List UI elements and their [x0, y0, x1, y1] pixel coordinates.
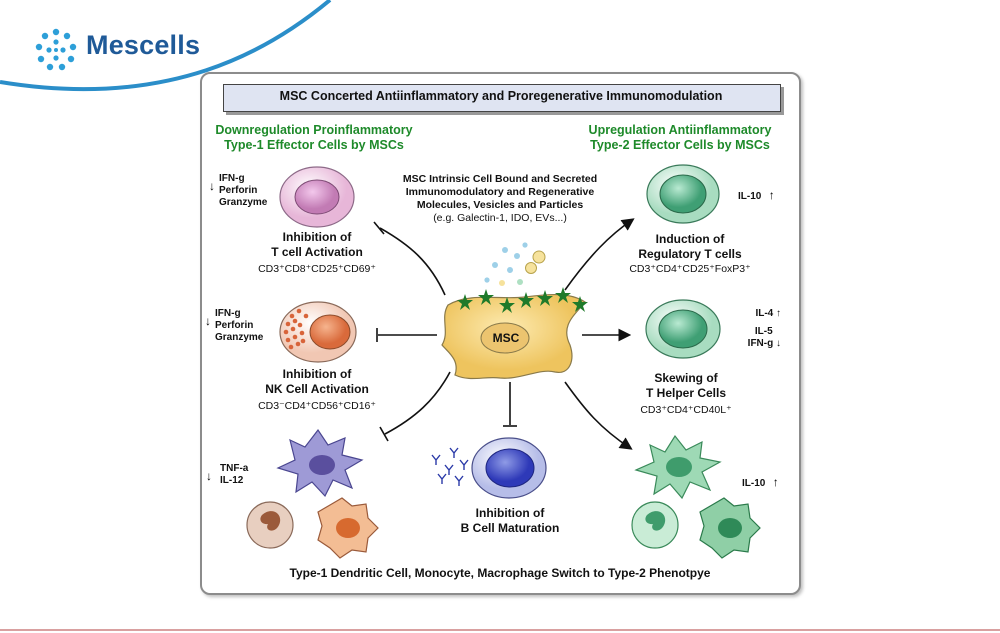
t-cell-icon	[279, 166, 355, 228]
treg-label: Induction of Regulatory T cells	[610, 232, 770, 262]
left-heading: Downregulation Proinflammatory Type-1 Ef…	[200, 123, 428, 153]
dc-cytokines: ↓ TNF-a IL-12	[206, 463, 248, 487]
thelper-cell-icon	[645, 299, 721, 359]
bottom-caption: Type-1 Dendritic Cell, Monocyte, Macroph…	[289, 566, 711, 580]
center-text-line-3: Molecules, Vesicles and Particles	[416, 199, 584, 211]
dendritic-cell-icon	[276, 428, 364, 498]
left-heading-line-2: Type-1 Effector Cells by MSCs	[224, 138, 404, 152]
right-heading-line-2: Type-2 Effector Cells by MSCs	[590, 138, 770, 152]
down-arrow-icon: ↓	[205, 314, 211, 328]
treg-markers: CD3⁺CD4⁺CD25⁺FoxP3⁺	[629, 263, 751, 275]
monocyte-icon	[246, 501, 294, 549]
nkcell-label: Inhibition of NK Cell Activation	[237, 367, 397, 397]
right-heading: Upregulation Antiinflammatory Type-2 Eff…	[565, 123, 795, 153]
b-cell-icon	[471, 437, 547, 499]
cytokine-perforin: Perforin	[219, 185, 258, 196]
diagram-title: MSC Concerted Antiinflammatory and Prore…	[279, 89, 723, 103]
cytokine-ifng: IFN-g	[219, 173, 245, 184]
center-example: (e.g. Galectin-1, IDO, EVs...)	[433, 212, 567, 224]
type2-macrophage-icon	[699, 497, 761, 559]
thelper-cytokines: IL-4 ↑ IL-5 IFN-g ↓	[735, 308, 781, 350]
type2-cytokines: IL-10 ↑	[742, 473, 779, 491]
up-arrow-icon: ↑	[768, 188, 775, 202]
tcell-label: Inhibition of T cell Activation	[237, 230, 397, 260]
thelper-markers: CD3⁺CD4⁺CD40L⁺	[640, 404, 732, 416]
nk-cell-icon	[279, 301, 357, 363]
down-arrow-icon: ↓	[776, 338, 781, 349]
center-text-line-1: MSC Intrinsic Cell Bound and Secreted	[402, 173, 598, 185]
cytokine-tnfa: TNF-a	[220, 463, 249, 474]
bcell-label-line-1: Inhibition of	[475, 506, 545, 520]
bcell-label-line-2: B Cell Maturation	[460, 521, 560, 535]
cytokine-granzyme: Granzyme	[219, 197, 268, 208]
brand-name[interactable]: Mescells	[86, 30, 201, 60]
tcell-label-line-2: T cell Activation	[271, 245, 363, 259]
header-swoosh	[0, 0, 332, 92]
nkcell-label-line-2: NK Cell Activation	[265, 382, 369, 396]
macrophage-icon	[317, 497, 379, 559]
cytokine-il4: IL-4	[755, 308, 774, 319]
down-arrow-icon: ↓	[209, 179, 215, 193]
nkcell-cytokines: ↓ IFN-g Perforin Granzyme	[205, 308, 263, 344]
right-heading-line-1: Upregulation Antiinflammatory	[588, 123, 772, 137]
title-box	[223, 84, 781, 112]
treg-label-line-2: Regulatory T cells	[638, 247, 742, 261]
up-arrow-icon: ↑	[772, 475, 779, 489]
cytokine-il10: IL-10	[742, 478, 766, 489]
thelper-label-line-2: T Helper Cells	[645, 386, 727, 400]
vesicles	[484, 242, 546, 286]
nkcell-markers: CD3⁻CD4⁺CD56⁺CD16⁺	[258, 400, 376, 412]
thelper-label-line-1: Skewing of	[654, 371, 718, 385]
thelper-label: Skewing of T Helper Cells	[606, 371, 766, 401]
cytokine-ifng: IFN-g	[747, 338, 774, 349]
cytokine-granzyme: Granzyme	[215, 332, 264, 343]
dotted-circle-logo-icon	[35, 28, 77, 71]
antibody-icons	[431, 447, 469, 486]
cytokine-perforin: Perforin	[215, 320, 254, 331]
msc-label: MSC	[492, 331, 520, 345]
tcell-cytokines: ↓ IFN-g Perforin Granzyme	[209, 173, 267, 209]
cytokine-il10: IL-10	[738, 191, 762, 202]
footer-divider	[0, 629, 1000, 631]
nkcell-label-line-1: Inhibition of	[282, 367, 352, 381]
cytokine-il5: IL-5	[754, 326, 773, 337]
treg-label-line-1: Induction of	[655, 232, 725, 246]
cytokine-ifng: IFN-g	[215, 308, 241, 319]
bcell-label: Inhibition of B Cell Maturation	[430, 506, 590, 536]
center-description: MSC Intrinsic Cell Bound and Secreted Im…	[375, 173, 625, 225]
down-arrow-icon: ↓	[206, 469, 212, 483]
treg-cytokines: IL-10 ↑	[738, 186, 775, 204]
type2-monocyte-icon	[631, 501, 679, 549]
tcell-markers: CD3⁺CD8⁺CD25⁺CD69⁺	[258, 263, 376, 275]
left-heading-line-1: Downregulation Proinflammatory	[215, 123, 413, 137]
up-arrow-icon: ↑	[776, 308, 781, 319]
cytokine-il12: IL-12	[220, 475, 244, 486]
msc-cell	[441, 294, 586, 380]
center-text-line-2: Immunomodulatory and Regenerative	[405, 186, 595, 198]
msc-stars	[457, 287, 588, 313]
treg-cell-icon	[646, 164, 720, 224]
type2-dendritic-cell-icon	[634, 434, 722, 500]
tcell-label-line-1: Inhibition of	[282, 230, 352, 244]
